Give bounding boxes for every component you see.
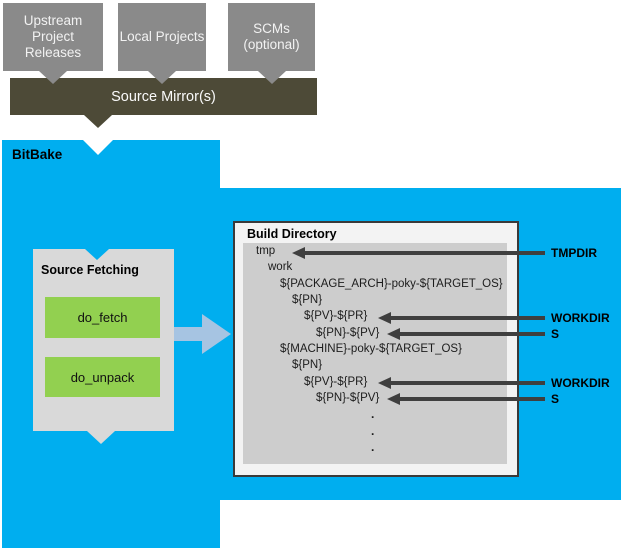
flow-arrowhead-icon bbox=[202, 314, 231, 354]
workdir-label: WORKDIR bbox=[551, 376, 610, 390]
pointer-s-1: S bbox=[387, 325, 620, 343]
tree-entry: tmp bbox=[256, 245, 276, 257]
build-directory-title: Build Directory bbox=[247, 227, 337, 241]
flow-tail-icon bbox=[84, 115, 112, 128]
do-fetch-label: do_fetch bbox=[77, 310, 128, 325]
source-mirror-label: Source Mirror(s) bbox=[111, 88, 216, 105]
tree-entry: ${PN} bbox=[292, 359, 323, 372]
local-projects-label: Local Projects bbox=[119, 29, 205, 44]
arrow-left-icon bbox=[292, 247, 305, 259]
arrow-left-icon bbox=[378, 377, 391, 389]
upstream-project-releases-label: Upstream Project Releases bbox=[23, 13, 83, 60]
flow-tail-icon bbox=[87, 431, 115, 444]
tree-entry: ${PN}-${PV} bbox=[316, 392, 380, 405]
tree-entry: ${PACKAGE_ARCH}-poky-${TARGET_OS} bbox=[280, 277, 503, 290]
directory-tree-panel: tmp work ${PACKAGE_ARCH}-poky-${TARGET_OS}… bbox=[243, 243, 507, 464]
arrow-line bbox=[389, 316, 545, 320]
s-label: S bbox=[551, 327, 560, 341]
flow-tail-icon bbox=[39, 71, 67, 84]
build-directory-box: Build Directory tmp work ${PACKAGE_ARCH}-p… bbox=[233, 221, 519, 477]
source-mirror-bar: Source Mirror(s) bbox=[10, 78, 317, 115]
source-fetching-box: Source Fetching do_fetch do_unpack bbox=[33, 249, 174, 431]
do-unpack-label: do_unpack bbox=[70, 369, 135, 385]
pointer-s-2: S bbox=[387, 390, 620, 408]
do-unpack-task-box: do_unpack bbox=[45, 357, 160, 397]
tree-entry: ${PV}-${PR} bbox=[304, 310, 368, 323]
flow-notch-icon bbox=[85, 249, 109, 260]
flow-tail-icon bbox=[258, 71, 286, 84]
tree-entry: work bbox=[268, 261, 293, 274]
tree-continuation-dot: . bbox=[371, 407, 375, 422]
arrow-line bbox=[389, 381, 545, 385]
tmpdir-label: TMPDIR bbox=[551, 246, 597, 260]
workdir-label: WORKDIR bbox=[551, 311, 610, 325]
arrow-line bbox=[303, 251, 545, 255]
scms-optional-box: SCMs (optional) bbox=[228, 3, 315, 71]
tree-entry: ${PN} bbox=[292, 294, 323, 307]
arrow-left-icon bbox=[378, 312, 391, 324]
flow-tail-icon bbox=[148, 71, 176, 84]
s-label: S bbox=[551, 392, 560, 406]
tree-entry: ${MACHINE}-poky-${TARGET_OS} bbox=[280, 343, 462, 356]
pointer-tmpdir: TMPDIR bbox=[292, 244, 620, 262]
arrow-line bbox=[398, 332, 545, 336]
do-fetch-task-box: do_fetch bbox=[45, 297, 160, 338]
tree-entry: ${PN}-${PV} bbox=[316, 326, 380, 339]
source-fetching-title: Source Fetching bbox=[41, 263, 139, 277]
upstream-project-releases-box: Upstream Project Releases bbox=[3, 3, 103, 71]
flow-arrow-icon bbox=[174, 327, 203, 341]
tree-entry: ${PV}-${PR} bbox=[304, 375, 368, 388]
tree-continuation-dot: . bbox=[371, 423, 375, 438]
arrow-line bbox=[398, 397, 545, 401]
pointer-workdir-2: WORKDIR bbox=[378, 374, 620, 392]
flow-notch-icon bbox=[83, 140, 113, 155]
local-projects-box: Local Projects bbox=[118, 3, 206, 71]
arrow-left-icon bbox=[387, 393, 400, 405]
bitbake-label: BitBake bbox=[12, 147, 63, 162]
tree-continuation-dot: . bbox=[371, 440, 375, 455]
pointer-workdir-1: WORKDIR bbox=[378, 309, 620, 327]
arrow-left-icon bbox=[387, 328, 400, 340]
scms-optional-label: SCMs (optional) bbox=[243, 21, 300, 52]
